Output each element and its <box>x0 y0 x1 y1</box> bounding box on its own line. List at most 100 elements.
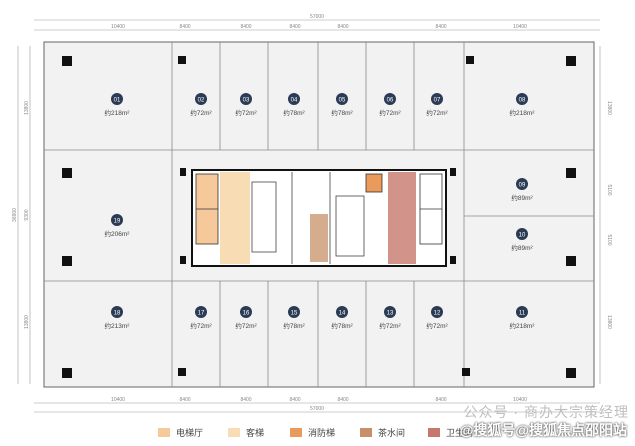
unit-area: 约72m² <box>235 321 257 330</box>
core <box>191 169 447 267</box>
unit-badge <box>111 306 123 318</box>
unit-number: 07 <box>434 98 441 104</box>
unit-number: 04 <box>291 98 298 104</box>
legend-swatch <box>428 427 440 437</box>
unit-badge <box>336 93 348 105</box>
legend-label: 茶水间 <box>378 427 406 438</box>
legend-label: 客梯 <box>246 427 265 438</box>
unit-number: 10 <box>519 233 526 239</box>
unit-badge <box>240 93 252 105</box>
unit-badge <box>384 93 396 105</box>
elevator-lobby <box>220 172 250 264</box>
unit-area: 约78m² <box>331 108 353 117</box>
unit-area: 约72m² <box>235 108 257 117</box>
dim-text: 8400 <box>179 24 190 30</box>
restroom <box>388 172 416 264</box>
unit-badge <box>516 93 528 105</box>
dim-text: 8400 <box>240 397 251 403</box>
legend-label: 卫生间 <box>446 427 474 438</box>
legend-item: 电梯厅 <box>158 426 203 438</box>
dim-text: 8400 <box>179 397 190 403</box>
legend-swatch <box>158 427 170 437</box>
unit-badge <box>336 306 348 318</box>
dim-text: 8400 <box>435 24 446 30</box>
unit-number: 12 <box>434 311 441 317</box>
dim-text: 13800 <box>606 315 612 329</box>
dim-text: 10400 <box>513 24 527 30</box>
dim-text: 13800 <box>606 101 612 115</box>
side-dimension-text: 36900 13800 9300 13800 13800 5100 5100 1… <box>12 101 612 329</box>
legend-label: 消防梯 <box>308 427 336 438</box>
stair-left <box>251 181 277 253</box>
partitions <box>44 42 594 387</box>
dim-text: 8400 <box>289 24 300 30</box>
legend-swatch <box>290 427 302 437</box>
unit-number: 15 <box>291 311 298 317</box>
fire-elevator <box>365 173 383 193</box>
unit-badge <box>516 178 528 190</box>
unit-area: 约78m² <box>283 321 305 330</box>
unit-number: 03 <box>243 98 250 104</box>
unit-area: 约218m² <box>510 321 536 330</box>
unit-number: 17 <box>198 311 205 317</box>
unit-badge <box>111 93 123 105</box>
legend-swatch <box>360 427 372 437</box>
dim-text: 8400 <box>435 397 446 403</box>
unit-area: 约89m² <box>511 243 533 252</box>
dim-text: 8400 <box>337 397 348 403</box>
legend-item: 客梯 <box>228 426 264 438</box>
unit-number: 16 <box>243 311 250 317</box>
legend-swatch <box>228 427 240 437</box>
unit-number: 18 <box>114 311 121 317</box>
dim-text: 8400 <box>240 24 251 30</box>
unit-number: 02 <box>198 98 205 104</box>
unit-area: 约206m² <box>105 229 131 238</box>
stair-right <box>335 195 365 257</box>
unit-badge <box>288 306 300 318</box>
watermark-source: @搜狐号@搜狐焦点邵阳站 <box>459 422 627 438</box>
unit-badge <box>288 93 300 105</box>
dim-text: 8400 <box>337 24 348 30</box>
dim-text: 10400 <box>111 397 125 403</box>
dim-text: 36900 <box>12 208 18 222</box>
unit-badge <box>384 306 396 318</box>
unit-area: 约213m² <box>105 321 131 330</box>
unit-number: 13 <box>387 311 394 317</box>
unit-area: 约72m² <box>426 321 448 330</box>
legend-label: 电梯厅 <box>176 427 204 438</box>
dim-text: 8400 <box>289 397 300 403</box>
unit-badge <box>516 228 528 240</box>
unit-number: 05 <box>339 98 346 104</box>
legend-item: 消防梯 <box>290 426 335 438</box>
unit-area: 约78m² <box>283 108 305 117</box>
unit-number: 06 <box>387 98 394 104</box>
unit-number: 01 <box>114 98 121 104</box>
watermark: 公众号 · 商办大宗策经理 <box>463 404 629 420</box>
dim-text: 13800 <box>24 315 30 329</box>
legend-item: 茶水间 <box>360 426 405 438</box>
dim-text: 5100 <box>606 184 612 195</box>
unit-area: 约72m² <box>426 108 448 117</box>
dim-text: 5100 <box>606 234 612 245</box>
top-total-dim: 57000 <box>310 14 324 20</box>
unit-badge <box>516 306 528 318</box>
unit-area: 约78m² <box>331 321 353 330</box>
dimension-lines <box>17 19 601 413</box>
unit-badge <box>431 306 443 318</box>
unit-badge <box>111 214 123 226</box>
unit-area: 约72m² <box>379 321 401 330</box>
unit-number: 19 <box>114 219 121 225</box>
dim-text: 10400 <box>513 397 527 403</box>
top-dimension-text: 57000 57000 10400 8400 8400 8400 8400 84… <box>111 14 527 412</box>
unit-area: 约218m² <box>510 108 536 117</box>
unit-area: 约72m² <box>379 108 401 117</box>
legend-item: 卫生间 <box>428 426 473 438</box>
unit-badge <box>195 93 207 105</box>
unit-labels: 01 约218m² 02 约72m² 03 约72m² 04 约78m² 05 约78m² 06 约7… <box>105 93 536 330</box>
dim-text: 10400 <box>111 24 125 30</box>
unit-area: 约89m² <box>511 193 533 202</box>
bottom-total-dim: 57000 <box>310 406 324 412</box>
tea-room <box>310 214 328 262</box>
unit-area: 约72m² <box>190 321 212 330</box>
